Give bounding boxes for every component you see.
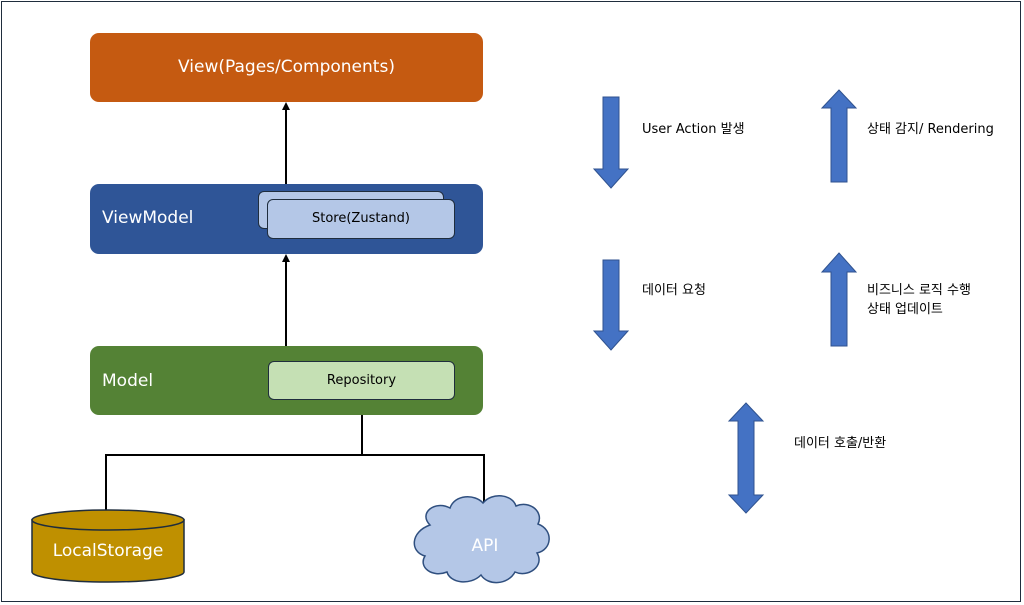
local-storage-cylinder <box>31 509 185 583</box>
viewmodel-layer-label: ViewModel <box>102 208 194 228</box>
annotation-state-detect: 상태 감지/ Rendering <box>867 122 994 137</box>
arrow-down-data-request <box>592 259 630 351</box>
store-box: Store(Zustand) <box>267 199 455 239</box>
arrow-down-user-action <box>592 96 630 189</box>
local-storage-label: LocalStorage <box>52 541 164 561</box>
annotation-business-logic-line2: 상태 업데이트 <box>867 302 943 317</box>
repository-box: Repository <box>268 361 455 400</box>
repository-label: Repository <box>326 373 397 388</box>
api-label: API <box>471 536 499 556</box>
view-layer-label: View(Pages/Components) <box>178 57 395 77</box>
annotation-data-request: 데이터 요청 <box>642 283 706 298</box>
model-layer-label: Model <box>102 371 154 391</box>
arrow-up-state-detect <box>820 89 858 183</box>
arrow-bidirectional-data-call <box>727 402 765 514</box>
annotation-user-action: User Action 발생 <box>642 122 745 137</box>
arrow-up-business-logic <box>820 252 858 347</box>
store-label: Store(Zustand) <box>312 211 410 226</box>
connector-sources-to-repository <box>105 405 485 515</box>
annotation-business-logic-line1: 비즈니스 로직 수행 <box>867 283 971 298</box>
api-cloud <box>413 495 550 584</box>
view-layer-box: View(Pages/Components) <box>90 33 483 102</box>
annotation-data-call-return: 데이터 호출/반환 <box>794 436 887 451</box>
